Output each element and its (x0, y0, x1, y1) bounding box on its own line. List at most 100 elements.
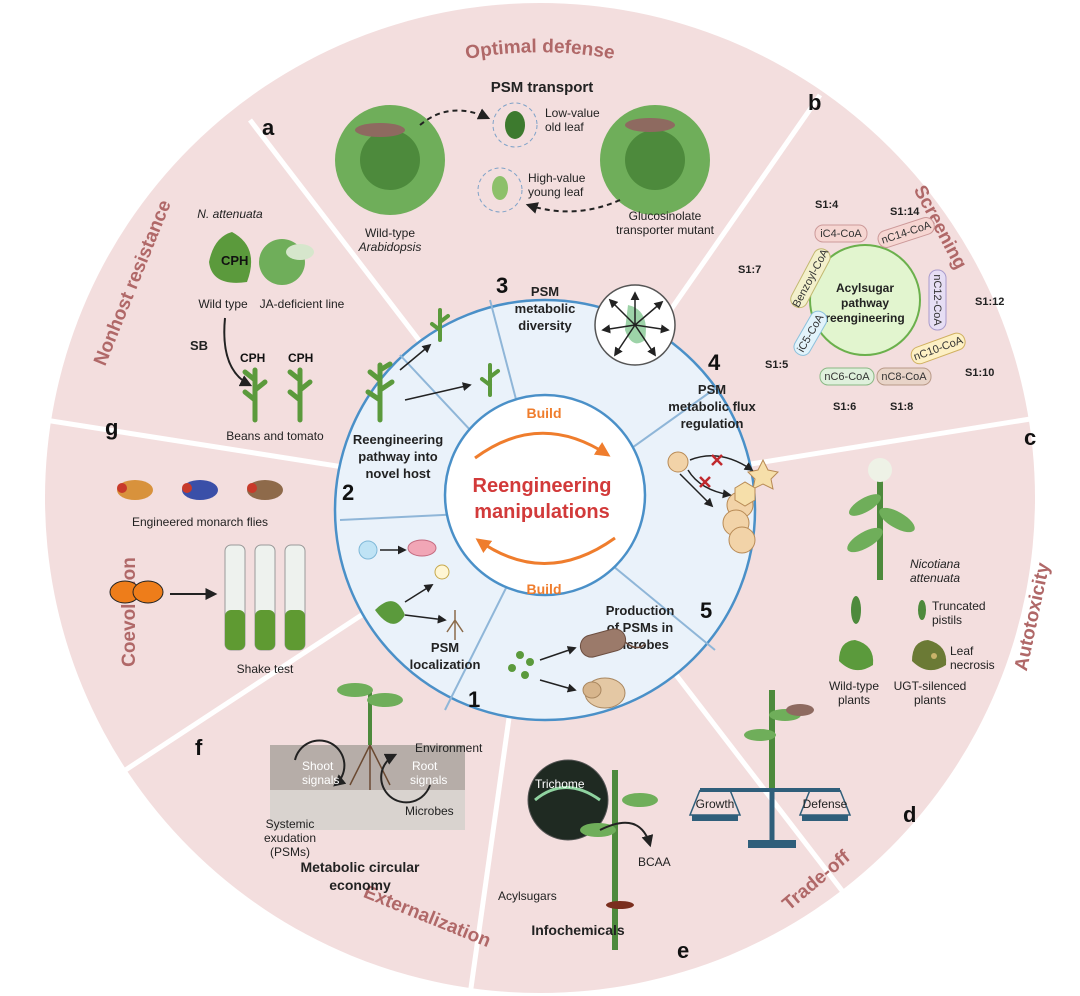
center-title-line1: Reengineering (473, 475, 612, 497)
bcaa-label: BCAA (638, 855, 671, 869)
build-arrow-bottom (475, 536, 616, 565)
product-4: S1:8 (890, 401, 913, 413)
ant-icon (606, 901, 634, 909)
truncated-line2: pistils (932, 613, 962, 627)
inner-5-line1: Production (606, 603, 675, 618)
pill-5: nC6-CoA (824, 371, 870, 383)
inner-3-line1: PSM (531, 284, 559, 299)
defense-label: Defense (803, 797, 848, 811)
mutant-line1: Glucosinolate (629, 209, 702, 223)
truncated-line1: Truncated (932, 599, 986, 613)
inner-number-5: 5 (700, 598, 712, 623)
build-arrow-top (474, 431, 611, 460)
sector-b-letter: b (808, 90, 821, 115)
product-0: S1:4 (815, 199, 839, 211)
acylsugar-line2: pathway (841, 296, 889, 310)
center-title-line2: manipulations (474, 501, 610, 523)
product-7: S1:7 (738, 264, 761, 276)
inner-5-line2: of PSMs in (607, 620, 674, 635)
flies-label: Engineered monarch flies (132, 515, 268, 529)
balance-scale-icon (688, 690, 852, 848)
butterfly-icon (109, 580, 164, 604)
mutant-plant-icon (600, 105, 710, 215)
n-attenuata-label: N. attenuata (197, 207, 263, 221)
acylsugar-line1: Acylsugar (836, 281, 894, 295)
acyl-products: S1:4 S1:14 S1:12 S1:10 S1:8 S1:6 S1:5 S1… (738, 199, 1004, 413)
acylsugar-line3: reengineering (825, 311, 904, 325)
trichome-lens (527, 759, 609, 841)
beans-tomato-icon (242, 367, 313, 423)
inner-2-line2: pathway into (358, 449, 438, 464)
diversity-icon (594, 284, 676, 366)
wild-type-line1: Wild-type (365, 226, 415, 240)
root-line1: Root (412, 759, 438, 773)
cph-label-1: CPH (221, 253, 248, 268)
shake-test-label: Shake test (237, 662, 294, 676)
novel-host-icon (365, 308, 500, 423)
circular-line1: Metabolic circular (300, 859, 420, 875)
cph-label-2: CPH (240, 351, 265, 365)
sector-a-letter: a (262, 115, 275, 140)
nicotiana-line1: Nicotiana (910, 557, 960, 571)
sector-c-letter: c (1024, 425, 1036, 450)
wild-leaf-cph-icon (209, 232, 252, 283)
sector-e-letter: e (677, 938, 689, 963)
build-label-bottom: Build (527, 581, 562, 597)
systemic-line3: (PSMs) (270, 845, 310, 859)
infochemicals-caption: Infochemicals (531, 922, 625, 938)
sector-f-letter: f (195, 735, 203, 760)
wild-type-line2: Arabidopsis (358, 240, 422, 254)
product-2: S1:12 (975, 296, 1004, 308)
build-label-top: Build (527, 405, 562, 421)
acylsugars-label: Acylsugars (498, 889, 557, 903)
inner-4-line2: metabolic flux (668, 399, 756, 414)
trichome-label: Trichome (535, 777, 585, 791)
sector-d-letter: d (903, 802, 916, 827)
product-1: S1:14 (890, 206, 920, 218)
wt-plants-line2: plants (838, 693, 870, 707)
ugt-line2: plants (914, 693, 946, 707)
wild-type-label: Wild type (198, 297, 248, 311)
inner-4-line1: PSM (698, 382, 726, 397)
microbes-label: Microbes (405, 804, 454, 818)
cph-label-3: CPH (288, 351, 313, 365)
inner-3-line2: metabolic (515, 301, 576, 316)
inner-number-3: 3 (496, 273, 508, 298)
psm-transport-title: PSM transport (491, 79, 594, 96)
product-3: S1:10 (965, 367, 994, 379)
mutant-line2: transporter mutant (616, 223, 715, 237)
microbes-icon (508, 628, 646, 709)
systemic-line2: exudation (264, 831, 316, 845)
inner-1-line2: localization (410, 657, 481, 672)
soil-diagram (270, 683, 465, 830)
beans-tomato-label: Beans and tomato (226, 429, 324, 443)
root-line2: signals (410, 773, 447, 787)
inner-number-1: 1 (468, 687, 480, 712)
fly-icons (117, 480, 283, 500)
pill-2: nC12-CoA (931, 274, 943, 326)
shoot-line1: Shoot (302, 759, 334, 773)
sector-dividers (44, 93, 1056, 996)
shoot-line2: signals (302, 773, 339, 787)
acylsugar-center (809, 244, 921, 356)
necrosis-line1: Leaf (950, 644, 974, 658)
high-value-line2: young leaf (528, 185, 584, 199)
inner-1-line1: PSM (431, 640, 459, 655)
sector-f-title: Coevolution (119, 557, 140, 667)
sector-g-letter: g (105, 415, 118, 440)
environment-label: Environment (415, 741, 483, 755)
circular-line2: economy (329, 877, 391, 893)
pill-0: iC4-CoA (820, 228, 862, 240)
localization-icon (358, 539, 464, 640)
product-6: S1:5 (765, 359, 788, 371)
growth-label: Growth (696, 797, 735, 811)
inner-number-4: 4 (708, 350, 721, 375)
low-value-line1: Low-value (545, 106, 600, 120)
inner-3-line3: diversity (518, 318, 572, 333)
wild-leaf-icon (839, 640, 874, 671)
young-leaf-icon (477, 167, 523, 213)
pill-4: nC8-CoA (881, 371, 927, 383)
product-5: S1:6 (833, 401, 856, 413)
necrosis-line2: necrosis (950, 658, 995, 672)
wild-type-plant-icon (335, 105, 445, 215)
